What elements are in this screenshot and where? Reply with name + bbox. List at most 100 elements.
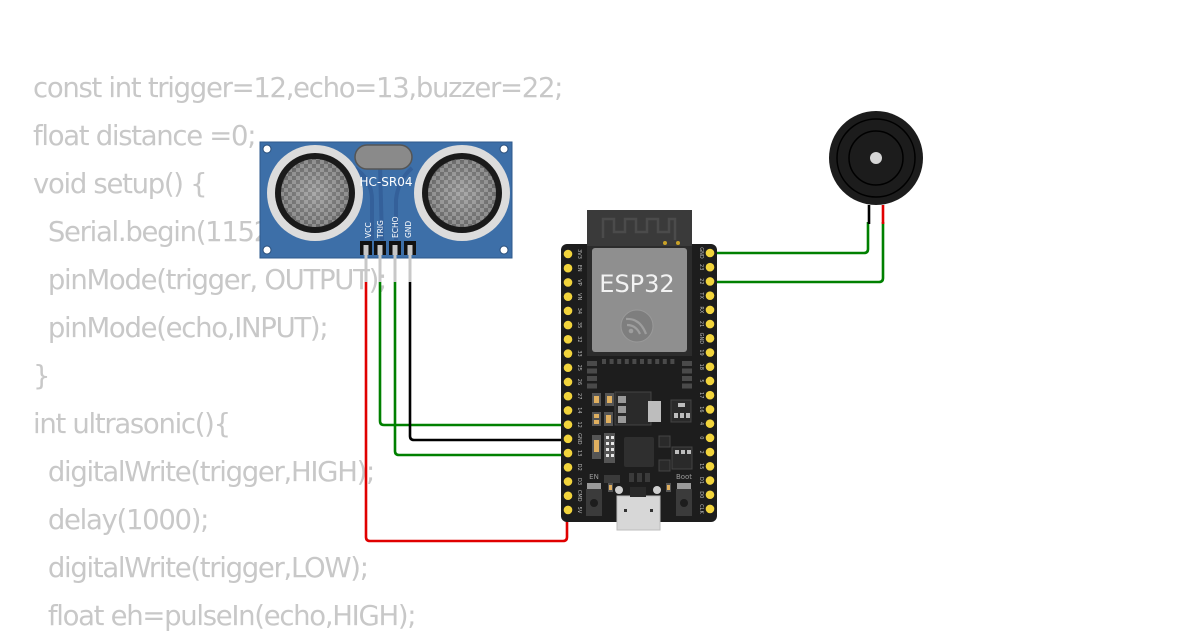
code-line: delay(1000);: [33, 504, 210, 536]
wire-echo-13[interactable]: [393, 282, 567, 457]
pin-label: 5: [698, 379, 704, 382]
esp32-pin-left-27[interactable]: 27: [563, 391, 582, 401]
pin-label: CLK: [698, 504, 704, 514]
sensor-pin-echo[interactable]: [389, 241, 401, 255]
pin-label: 27: [576, 393, 582, 399]
esp32-pin-left-14[interactable]: 14: [563, 406, 582, 415]
wire-buzzer-22[interactable]: [711, 222, 885, 284]
wire-gnd-gnd[interactable]: [408, 282, 567, 442]
pin-label: 22: [698, 278, 704, 284]
code-line: int ultrasonic(){: [33, 408, 231, 440]
esp32-pin-right-18[interactable]: 18: [698, 362, 715, 372]
pcb-trace: [378, 164, 384, 241]
pin-label-gnd: GND: [404, 221, 413, 238]
antenna-trace: [601, 217, 677, 240]
boot-button[interactable]: [676, 483, 692, 516]
usb-uart-chip: [624, 437, 654, 467]
esp32-pin-right-0[interactable]: 0: [698, 433, 715, 443]
esp32-pin-left-12[interactable]: 12: [563, 420, 582, 429]
esp32-pin-right-tx[interactable]: TX: [698, 291, 715, 300]
mount-hole: [499, 245, 509, 255]
esp32-pin-right-clk[interactable]: CLK: [698, 504, 715, 514]
sensor-pin-trig[interactable]: [374, 241, 386, 255]
esp32-pin-right-23[interactable]: 23: [698, 262, 715, 272]
esp32-pin-right-4[interactable]: 4: [698, 419, 715, 428]
wires: [364, 222, 885, 543]
pin-label: D2: [576, 464, 582, 471]
pin-label: D1: [698, 477, 704, 484]
esp32-pin-right-5[interactable]: 5: [698, 376, 715, 386]
transducer-shine: [428, 159, 496, 227]
esp32-pin-left-d3[interactable]: D3: [563, 477, 582, 486]
esp32-pin-right-rx[interactable]: RX: [698, 305, 715, 315]
pin-label: 12: [576, 421, 582, 427]
module-pads: [587, 359, 692, 389]
pin-label: 16: [698, 406, 704, 412]
esp32-pin-left-25[interactable]: 25: [563, 363, 582, 373]
esp32-pin-left-en[interactable]: EN: [563, 263, 582, 273]
code-line: digitalWrite(trigger,HIGH);: [33, 456, 375, 488]
pin-label: VP: [576, 279, 582, 285]
pin-label: 32: [576, 336, 582, 342]
esp32-pin-left-34[interactable]: 34: [563, 306, 582, 316]
module-shield: [592, 248, 687, 352]
pin-label: 0: [698, 436, 704, 439]
esp32-pin-left-32[interactable]: 32: [563, 335, 582, 344]
en-button-label: EN: [589, 473, 599, 481]
esp32-pin-left-vp[interactable]: VP: [563, 278, 582, 287]
usb-port[interactable]: [615, 486, 661, 531]
esp32-pin-right-16[interactable]: 16: [698, 405, 715, 414]
esp32-pin-right-17[interactable]: 17: [698, 390, 715, 400]
sensor-pin-gnd[interactable]: [404, 241, 416, 255]
buzzer-ring: [848, 130, 904, 186]
pin-label: 17: [698, 392, 704, 398]
wire-buzzer-gnd[interactable]: [711, 222, 870, 255]
esp32-pin-right-15[interactable]: 15: [698, 462, 715, 471]
pin-label: GND: [698, 333, 704, 345]
pin-label: RX: [698, 306, 704, 313]
pin-label: 14: [576, 407, 582, 413]
pin-label: GND: [698, 247, 704, 259]
esp32-pin-left-3v3[interactable]: 3V3: [563, 249, 582, 259]
code-line: pinMode(echo,INPUT);: [33, 312, 329, 344]
code-line: digitalWrite(trigger,LOW);: [33, 552, 369, 584]
espressif-logo-icon: [620, 309, 654, 343]
crystal: [354, 144, 413, 170]
wire-trig-12[interactable]: [378, 282, 567, 427]
en-button[interactable]: [586, 483, 602, 516]
sensor-pin-vcc[interactable]: [360, 241, 372, 255]
pin-label: D3: [576, 478, 582, 485]
wire-vcc-5v[interactable]: [364, 282, 569, 543]
esp32-pin-left-vn[interactable]: VN: [563, 292, 582, 301]
esp32-pin-left-33[interactable]: 33: [563, 349, 582, 358]
esp32-label: ESP32: [599, 270, 674, 298]
esp32-pin-right-gnd[interactable]: GND: [698, 247, 715, 259]
esp32-pin-left-26[interactable]: 26: [563, 377, 582, 387]
esp32-pin-right-gnd[interactable]: GND: [698, 333, 715, 345]
esp32-pin-left-cmd[interactable]: CMD: [563, 490, 582, 502]
code-background: const int trigger=12,echo=13,buzzer=22;f…: [33, 64, 563, 640]
pin-label: 26: [576, 379, 582, 385]
hc-sr04-sensor[interactable]: HC-SR04 VCC TRIG ECHO GND: [259, 141, 513, 259]
pin-label: 23: [698, 264, 704, 270]
esp32-pin-left-35[interactable]: 35: [563, 320, 582, 330]
esp32-pin-left-gnd[interactable]: GND: [563, 433, 582, 445]
pin-label: VN: [576, 293, 582, 300]
pin-label: 33: [576, 350, 582, 356]
code-line: float distance =0;: [33, 120, 257, 152]
esp32-pin-right-19[interactable]: 19: [698, 348, 715, 357]
esp32-pin-left-13[interactable]: 13: [563, 448, 582, 458]
esp32-pin-right-d0[interactable]: D0: [698, 490, 715, 500]
esp32-pin-right-21[interactable]: 21: [698, 319, 715, 329]
esp32-pin-right-2[interactable]: 2: [698, 447, 715, 457]
buzzer[interactable]: [829, 111, 923, 224]
pin-label: GND: [576, 433, 582, 445]
esp32-pin-right-d1[interactable]: D1: [698, 476, 715, 485]
esp32-pin-left-d2[interactable]: D2: [563, 463, 582, 472]
buzzer-center: [870, 152, 882, 164]
pin-label: D0: [698, 491, 704, 498]
esp32-pin-left-5v[interactable]: 5V: [563, 505, 582, 515]
esp32-board[interactable]: ESP32: [561, 210, 717, 531]
esp32-pin-right-22[interactable]: 22: [698, 277, 715, 286]
